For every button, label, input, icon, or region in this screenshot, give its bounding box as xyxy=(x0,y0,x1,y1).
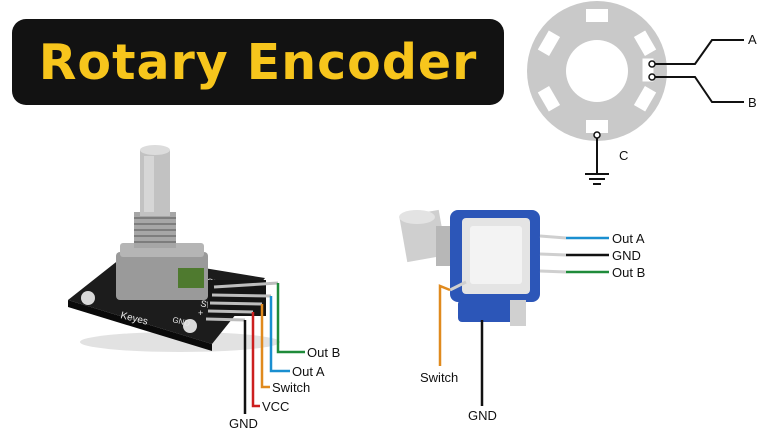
bare-wire-switch xyxy=(438,284,451,366)
module-wire-vcc xyxy=(251,312,260,408)
bare-label-out-a: Out A xyxy=(612,231,645,246)
bare-label-gnd: GND xyxy=(612,248,641,263)
module-label-vcc: VCC xyxy=(262,399,289,414)
bare-label-out-b: Out B xyxy=(612,265,645,280)
pcb-edge xyxy=(68,300,212,351)
bare-tab xyxy=(510,300,526,326)
bare-pins xyxy=(449,234,567,292)
module-wire-out-a xyxy=(269,296,290,373)
module-wire-switch xyxy=(260,304,270,389)
disc-slots xyxy=(537,9,657,133)
module-wire-out-b xyxy=(276,283,305,354)
silk-gnd: GND xyxy=(172,315,192,328)
encoder-module: Keyes CLK DT SW + GND xyxy=(68,145,340,431)
bare-label-switch: Switch xyxy=(420,370,458,385)
module-shadow xyxy=(80,332,280,352)
shaft-flat xyxy=(144,156,154,212)
shaft-top xyxy=(140,145,170,155)
label-a: A xyxy=(748,32,757,47)
ground-symbol xyxy=(585,173,609,185)
module-label-gnd: GND xyxy=(229,416,258,431)
mount-hole-1 xyxy=(81,291,95,305)
bare-metal-plate xyxy=(470,226,522,284)
bare-shaft-end xyxy=(399,210,435,224)
mount-hole-2 xyxy=(183,319,197,333)
module-label-out-a: Out A xyxy=(292,364,325,379)
bare-body-lower xyxy=(458,300,522,322)
module-label-switch: Switch xyxy=(272,380,310,395)
page-title: Rotary Encoder xyxy=(38,33,478,91)
encoder-body-green xyxy=(178,268,204,288)
code-disc-hub xyxy=(566,40,628,102)
contact-c xyxy=(593,131,601,139)
wire-a xyxy=(655,39,744,65)
bushing-threads xyxy=(134,217,176,243)
silk-plus: + xyxy=(198,308,203,318)
label-c: C xyxy=(619,148,628,163)
header-pins xyxy=(205,281,279,322)
contact-a xyxy=(648,60,656,68)
label-b: B xyxy=(748,95,757,110)
title-banner: Rotary Encoder xyxy=(12,19,504,105)
contact-b xyxy=(648,73,656,81)
encoder-schematic: A B C xyxy=(527,1,757,185)
wire-b xyxy=(655,76,744,103)
bare-label-gnd-bottom: GND xyxy=(468,408,497,423)
module-label-out-b: Out B xyxy=(307,345,340,360)
bare-encoder: Out A GND Out B Switch GND xyxy=(399,209,645,423)
